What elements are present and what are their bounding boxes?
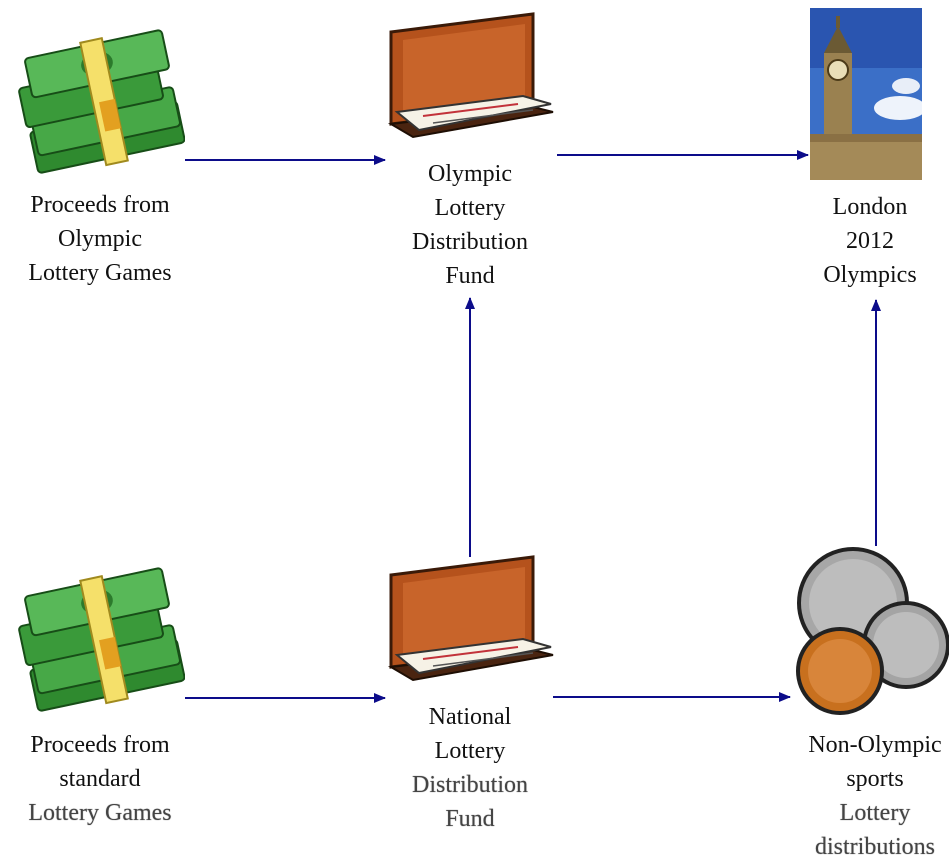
label-standard-proceeds: Proceeds from standard Lottery Games: [28, 732, 172, 826]
checkbook-icon: [387, 555, 554, 682]
label-london: London 2012 Olympics: [823, 194, 917, 288]
label-non-olympic: Non-Olympic sports Lottery distributions: [808, 732, 942, 856]
checkbook-icon: [387, 12, 554, 139]
money-stack-icon: [18, 29, 185, 174]
big-ben-photo: [810, 8, 922, 180]
coins-icon: [796, 547, 949, 715]
label-national-fund: National Lottery Distribution Fund: [411, 704, 528, 832]
label-olympic-proceeds: Proceeds from Olympic Lottery Games: [28, 192, 172, 286]
label-olympic-fund: Olympic Lottery Distribution Fund: [411, 161, 528, 289]
money-stack-icon: [18, 567, 185, 712]
